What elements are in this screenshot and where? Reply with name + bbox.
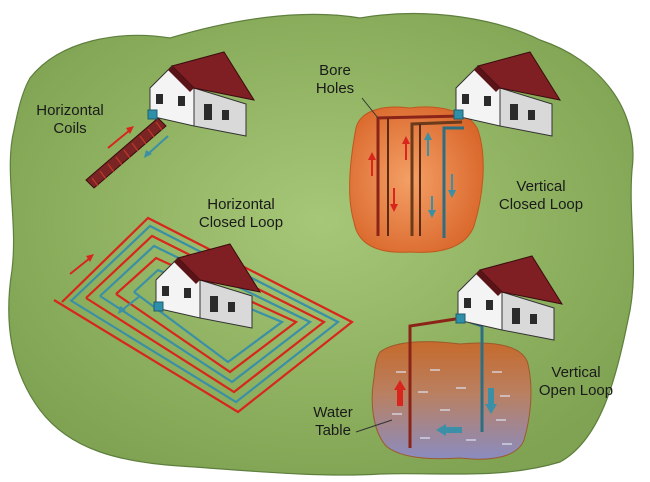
water-ripples [392, 369, 512, 445]
water-table-area [371, 341, 532, 460]
water-table-leader [355, 419, 393, 433]
horizontal-coils [85, 117, 167, 189]
bore-holes-leader [361, 97, 379, 119]
horizontal-closed-loop-pipes [53, 216, 355, 414]
bore-soil [349, 106, 484, 253]
flow-arrow-icon [394, 380, 497, 436]
flow-arrow-icon [69, 254, 141, 314]
flow-arrow-icon [368, 132, 456, 218]
flow-arrow-icon [107, 126, 169, 158]
